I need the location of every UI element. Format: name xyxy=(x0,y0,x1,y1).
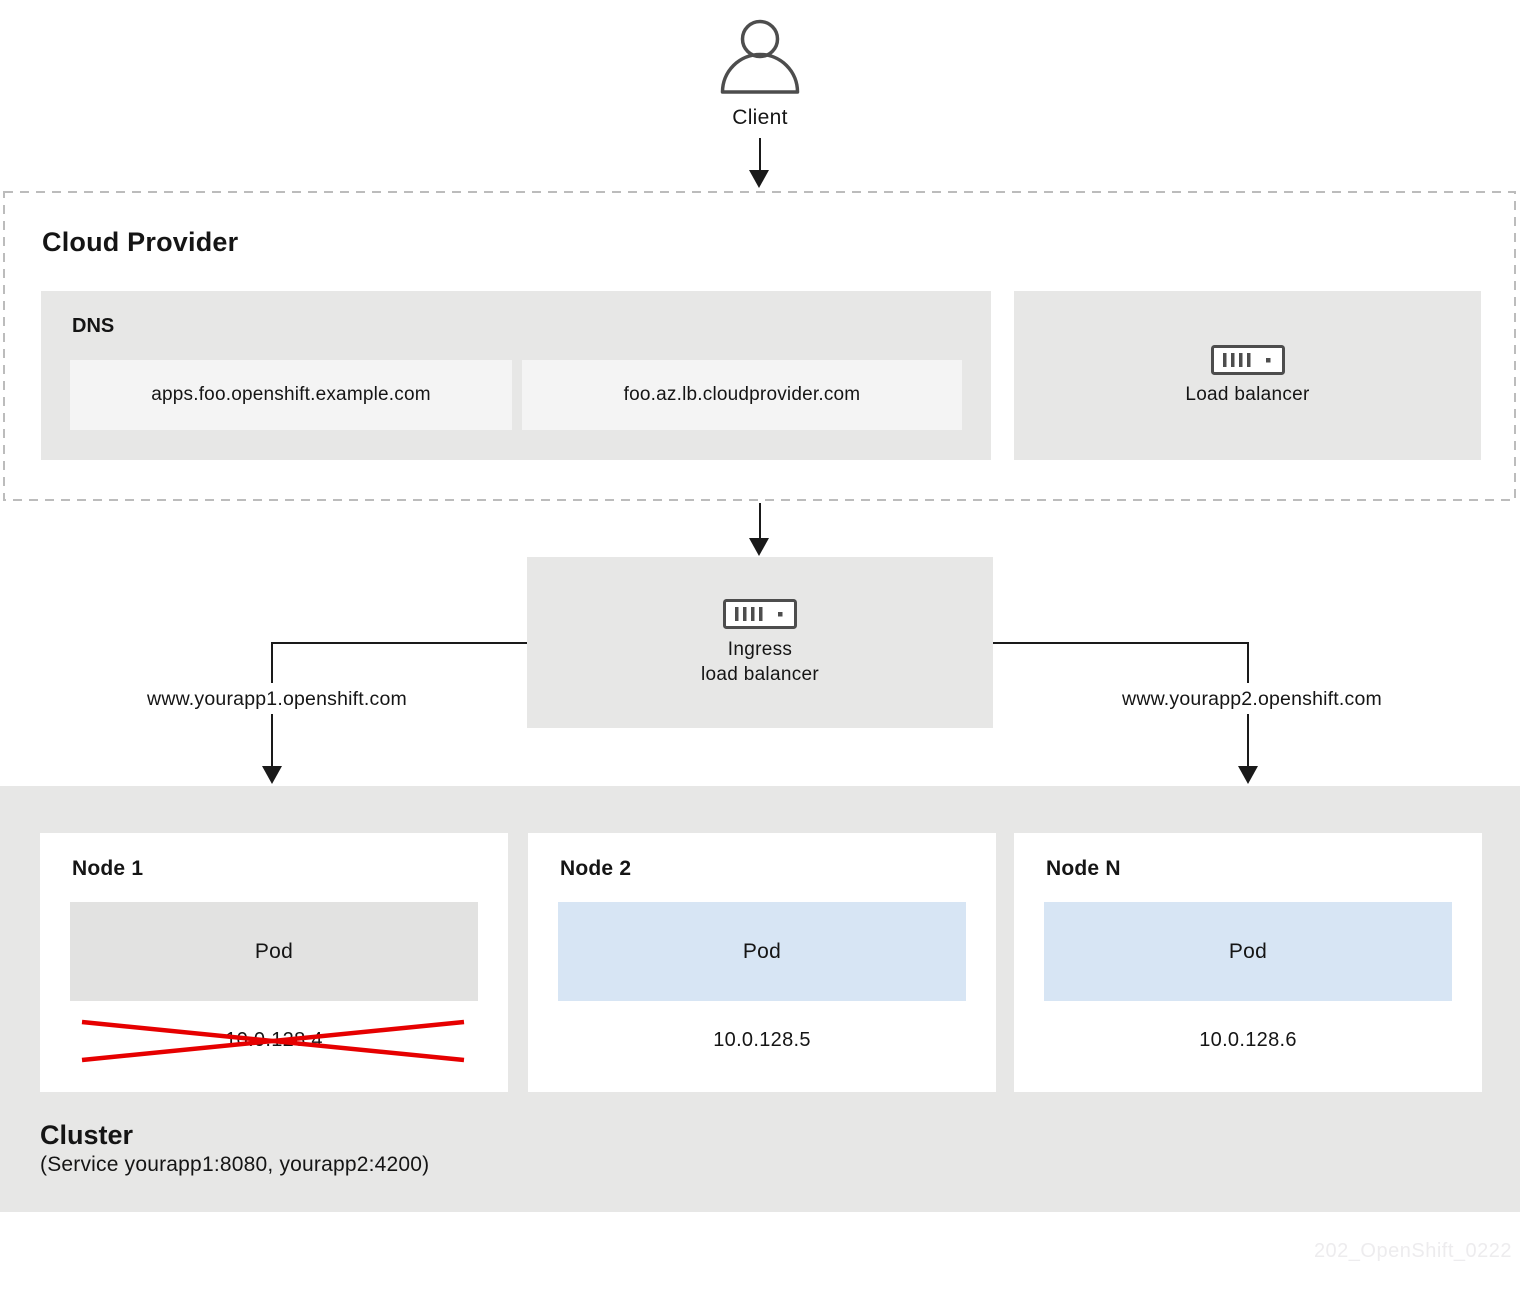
ingress-load-balancer-box: Ingress load balancer xyxy=(527,557,993,728)
node-2-pod: Pod xyxy=(558,902,966,1001)
node-2-ip: 10.0.128.5 xyxy=(713,1029,811,1051)
arrow-client-to-cloud-head xyxy=(749,170,769,188)
node-n: Node N Pod 10.0.128.6 xyxy=(1014,833,1482,1092)
cloud-provider-dashed-border xyxy=(3,191,1516,501)
arrow-cloud-to-ingress-line xyxy=(759,503,761,539)
dns-box: DNS apps.foo.openshift.example.com foo.a… xyxy=(41,291,991,460)
node-1-failed-x-icon xyxy=(81,1019,465,1063)
watermark-text: 202_OpenShift_0222 xyxy=(1313,1240,1512,1262)
client-label: Client xyxy=(732,106,788,129)
ingress-label-line2: load balancer xyxy=(701,663,819,685)
node-1-name: Node 1 xyxy=(72,857,144,880)
cluster-box: Node 1 Pod 10.0.128.4 Node 2 Pod 10.0.12… xyxy=(0,786,1520,1212)
cluster-subtitle: (Service yourapp1:8080, yourapp2:4200) xyxy=(40,1153,430,1176)
connector-left-vertical-top xyxy=(271,642,273,683)
node-n-name: Node N xyxy=(1046,857,1121,880)
load-balancer-label: Load balancer xyxy=(1185,384,1310,405)
node-2-name: Node 2 xyxy=(560,857,632,880)
cloud-provider-title: Cloud Provider xyxy=(42,227,239,257)
arrow-left-head xyxy=(262,766,282,784)
dns-entry-foo: foo.az.lb.cloudprovider.com xyxy=(522,360,962,430)
connector-right-vertical-top xyxy=(1247,642,1249,683)
connector-left-horizontal xyxy=(272,642,527,644)
connector-right-vertical-bottom xyxy=(1247,714,1249,768)
connector-left-vertical-bottom xyxy=(271,714,273,768)
load-balancer-box: Load balancer xyxy=(1014,291,1481,460)
cluster-title: Cluster xyxy=(40,1120,134,1150)
arrow-cloud-to-ingress-head xyxy=(749,538,769,556)
ingress-label-line1: Ingress xyxy=(727,638,793,660)
connector-right-horizontal xyxy=(993,642,1248,644)
node-1: Node 1 Pod 10.0.128.4 xyxy=(40,833,508,1092)
cloud-provider-box: Cloud Provider DNS apps.foo.openshift.ex… xyxy=(3,191,1516,501)
node-2: Node 2 Pod 10.0.128.5 xyxy=(528,833,996,1092)
node-n-ip: 10.0.128.6 xyxy=(1199,1029,1297,1051)
dns-title: DNS xyxy=(72,315,115,337)
dns-entry-apps: apps.foo.openshift.example.com xyxy=(70,360,512,430)
route-label-yourapp1: www.yourapp1.openshift.com xyxy=(147,688,407,710)
node-n-pod: Pod xyxy=(1044,902,1452,1001)
client-person-icon xyxy=(720,19,800,94)
arrow-right-head xyxy=(1238,766,1258,784)
server-icon xyxy=(723,598,797,629)
arrow-client-to-cloud-line xyxy=(759,138,761,172)
node-1-pod: Pod xyxy=(70,902,478,1001)
server-icon xyxy=(1210,345,1285,375)
route-label-yourapp2: www.yourapp2.openshift.com xyxy=(1122,688,1382,710)
